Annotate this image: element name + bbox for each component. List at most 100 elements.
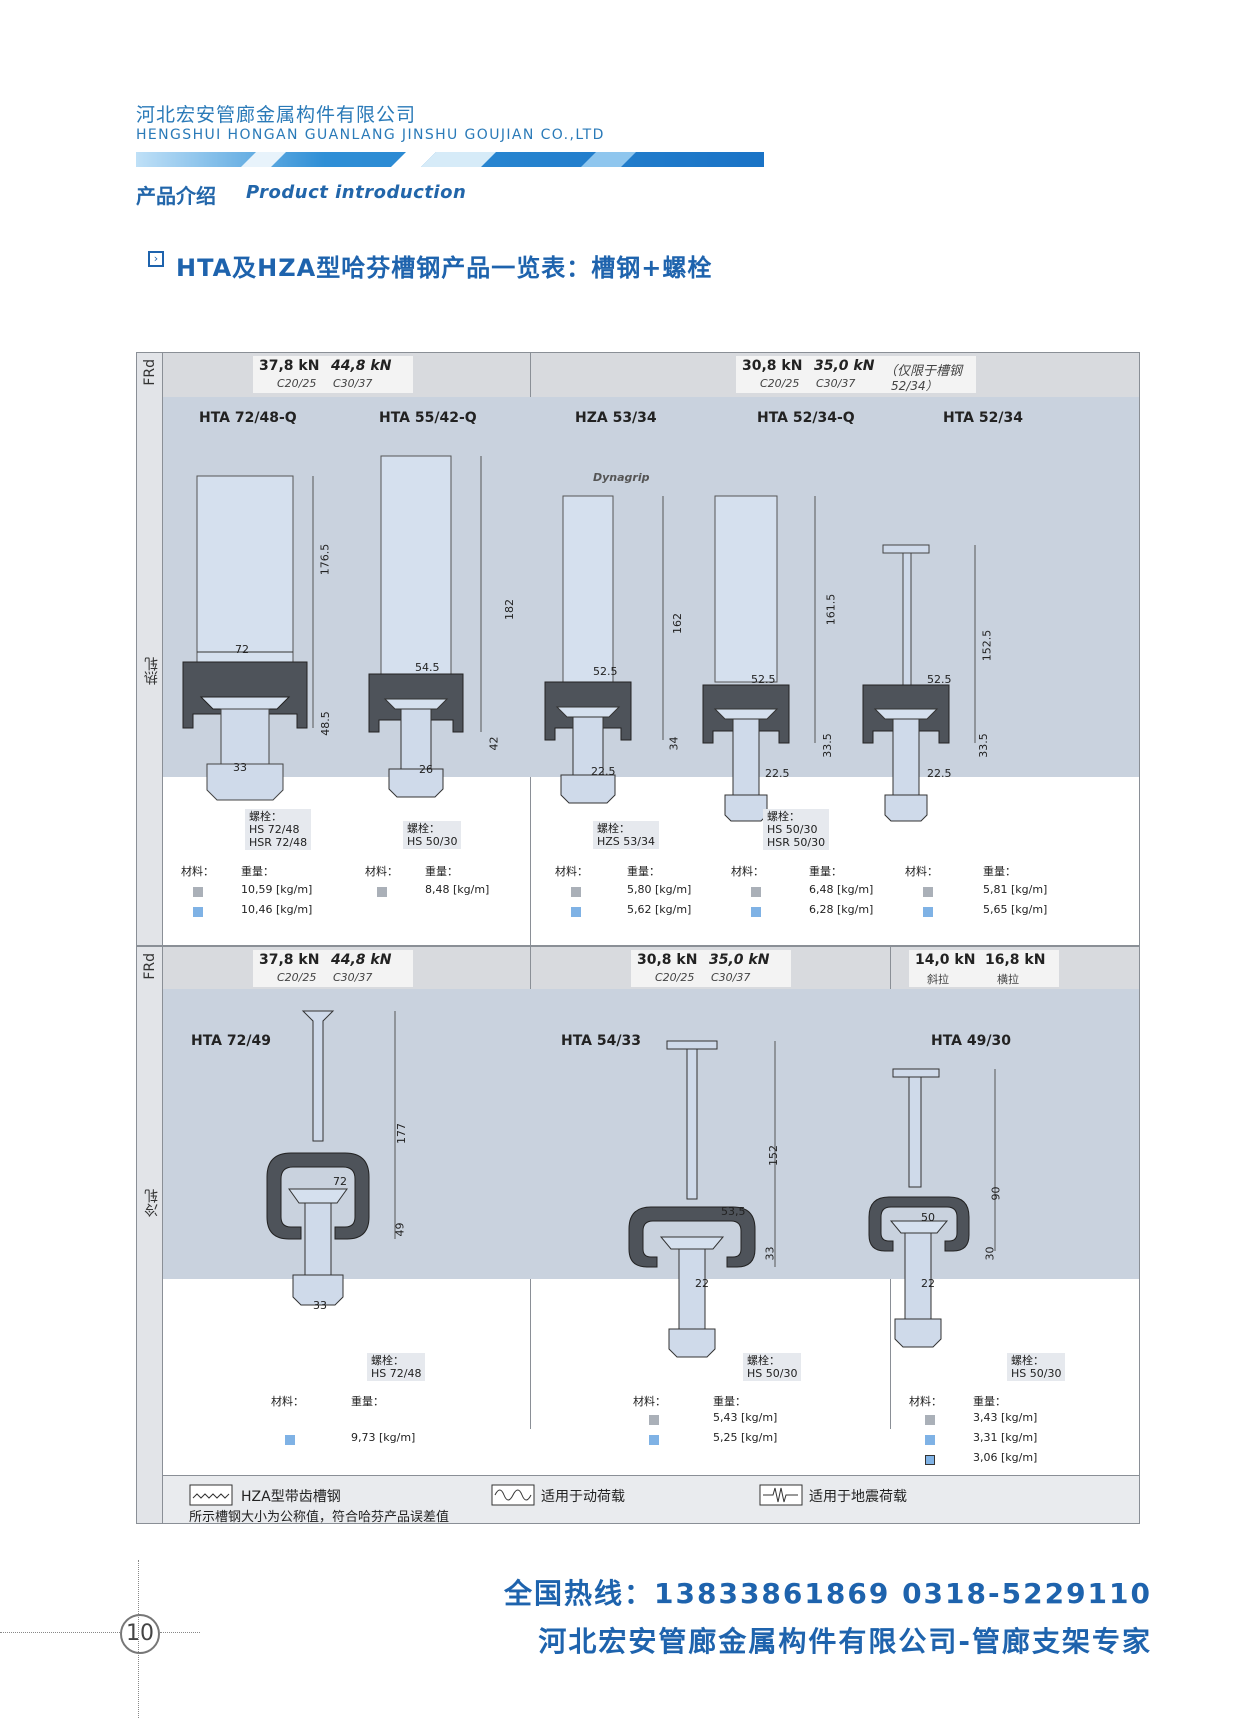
bolt-label: 螺栓： HS 50/30: [403, 821, 462, 849]
weight-value: 5,62 [kg/m]: [627, 903, 692, 916]
arrow-box-icon: ›: [148, 251, 164, 267]
sine-wave-icon: [491, 1484, 535, 1506]
row1-label: 热轧: [144, 657, 160, 685]
row2-label: 冷轧: [144, 1189, 160, 1217]
material-label: 材料：: [271, 1395, 304, 1408]
dimension: 42: [487, 736, 501, 751]
dynagrip-label: Dynagrip: [593, 471, 650, 484]
weight-label: 重量：: [983, 865, 1016, 878]
weight-value: 10,59 [kg/m]: [241, 883, 313, 896]
page-title: HTA及HZA型哈芬槽钢产品一览表：槽钢+螺栓: [176, 254, 713, 282]
product-name: HTA 54/33: [561, 1033, 641, 1049]
dimension: 49: [393, 1222, 407, 1237]
force-value: 44,8 kN: [331, 952, 392, 968]
force-value: 35,0 kN: [709, 952, 770, 968]
force-value: 37,8 kN: [259, 952, 320, 968]
weight-label: 重量：: [351, 1395, 384, 1408]
dimension: 162: [671, 613, 684, 634]
dimension: 52.5: [593, 665, 618, 678]
product-name: HZA 53/34: [575, 410, 657, 426]
dimension: 50: [921, 1211, 935, 1224]
force-note: （仅限于槽钢: [884, 364, 963, 379]
legend-item: 适用于动荷载: [541, 1489, 625, 1505]
material-swatch-gray: [649, 1415, 659, 1425]
row1-panel-right: [531, 397, 1139, 945]
dimension: 72: [333, 1175, 347, 1188]
dimension: 152.5: [980, 629, 994, 662]
dimension: 72: [235, 643, 249, 656]
concrete-class: C20/25: [277, 971, 317, 984]
product-name: HTA 52/34: [943, 410, 1023, 426]
dimension: 48.5: [318, 711, 332, 736]
weight-value: 3,31 [kg/m]: [973, 1431, 1038, 1444]
row1-label-cell: 热轧: [137, 397, 163, 945]
hotline: 全国热线：13833861869 0318-5229110: [504, 1577, 1152, 1610]
weight-label: 重量：: [627, 865, 660, 878]
concrete-class: C30/37: [711, 971, 751, 984]
force-note: 52/34）: [891, 379, 938, 393]
force-value: 37,8 kN: [259, 358, 320, 374]
slogan: 河北宏安管廊金属构件有限公司-管廊支架专家: [538, 1625, 1152, 1658]
weight-value: 3,06 [kg/m]: [973, 1451, 1038, 1464]
weight-value: 8,48 [kg/m]: [425, 883, 490, 896]
row2-drawings: [266, 1010, 996, 1358]
dimension: 22: [695, 1277, 709, 1290]
product-name: HTA 49/30: [931, 1033, 1011, 1049]
row2-panel-b: [531, 989, 891, 1429]
dimension: 22.5: [591, 765, 616, 778]
serrated-channel-icon: [189, 1484, 233, 1506]
bolt-label: 螺栓： HS 50/30: [1007, 1353, 1066, 1381]
force-value: 16,8 kN: [985, 952, 1046, 968]
frd-label: FRd: [142, 953, 158, 980]
material-swatch-blue: [925, 1435, 935, 1445]
row1-force-left: 37,8 kN 44,8 kN C20/25 C30/37: [163, 353, 531, 397]
header-decor-bar: [136, 152, 764, 167]
material-swatch-blue: [751, 907, 761, 917]
dimension: 53,5: [721, 1205, 746, 1218]
load-direction: 横拉: [997, 973, 1019, 986]
force-value: 14,0 kN: [915, 952, 976, 968]
material-label: 材料：: [633, 1395, 666, 1408]
material-swatch-gray: [925, 1415, 935, 1425]
dimension: 177: [395, 1123, 408, 1144]
bolt-label: 螺栓： HS 72/48: [367, 1353, 426, 1381]
company-name-en: HENGSHUI HONGAN GUANLANG JINSHU GOUJIAN …: [136, 127, 605, 143]
dimension: 22: [921, 1277, 935, 1290]
material-label: 材料：: [909, 1395, 942, 1408]
dimension: 34: [667, 736, 681, 751]
company-name-cn: 河北宏安管廊金属构件有限公司: [136, 104, 417, 126]
dimension: 30: [983, 1246, 997, 1261]
material-swatch-gray: [377, 887, 387, 897]
legend-note: 所示槽钢大小为公称值，符合哈芬产品误差值: [189, 1510, 450, 1525]
dimension: 161.5: [824, 593, 838, 626]
material-swatch-gray: [923, 887, 933, 897]
weight-value: 9,73 [kg/m]: [351, 1431, 416, 1444]
weight-value: 3,43 [kg/m]: [973, 1411, 1038, 1424]
material-label: 材料：: [731, 865, 764, 878]
footer-dotted-line: [0, 1632, 120, 1633]
product-name: HTA 55/42-Q: [379, 410, 477, 426]
material-label: 材料：: [555, 865, 588, 878]
force-value: 30,8 kN: [637, 952, 698, 968]
material-label: 材料：: [181, 865, 214, 878]
bolt-label: 螺栓： HS 50/30: [743, 1353, 802, 1381]
dimension: 33.5: [976, 733, 990, 758]
dimension: 22.5: [765, 767, 790, 780]
material-swatch-blue: [923, 907, 933, 917]
concrete-class: C30/37: [816, 377, 856, 390]
concrete-class: C30/37: [333, 377, 373, 390]
footer-dotted-line: [160, 1632, 200, 1633]
weight-value: 10,46 [kg/m]: [241, 903, 313, 916]
material-swatch-blue: [571, 907, 581, 917]
weight-label: 重量：: [241, 865, 274, 878]
material-label: 材料：: [365, 865, 398, 878]
material-swatch-hatched: [925, 1455, 935, 1465]
concrete-class: C20/25: [760, 377, 800, 390]
dimension: 182: [503, 599, 516, 620]
bolt-label: 螺栓： HS 72/48 HSR 72/48: [245, 809, 312, 850]
dimension: 54.5: [415, 661, 440, 674]
material-swatch-blue: [649, 1435, 659, 1445]
dimension: 33: [763, 1246, 777, 1261]
weight-value: 5,65 [kg/m]: [983, 903, 1048, 916]
material-swatch-gray: [193, 887, 203, 897]
